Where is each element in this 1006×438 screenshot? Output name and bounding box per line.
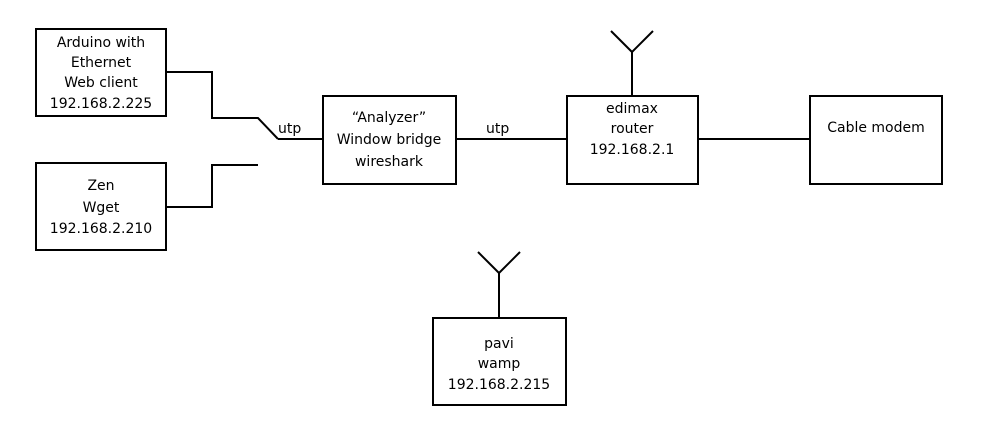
router-ip-label: 192.168.2.1 (590, 142, 675, 158)
pavi-box (432, 317, 567, 406)
arduino-ip-label: 192.168.2.225 (50, 96, 152, 112)
arduino-link-line (166, 71, 279, 140)
modem-node: Cable modem (809, 95, 943, 185)
zen-node: Zen Wget 192.168.2.210 (35, 162, 167, 251)
arduino-label-line-3: Web client (64, 75, 138, 91)
router-label-line-1: edimax (606, 101, 658, 117)
zen-ip-label: 192.168.2.210 (50, 221, 152, 237)
analyzer-label-line-1: “Analyzer” (352, 110, 426, 126)
arduino-label-line-1: Arduino with (57, 35, 145, 51)
analyzer-node: “Analyzer” Window bridge wireshark (322, 95, 457, 185)
switch-utp-label: utp (278, 121, 301, 137)
arduino-node: Arduino with Ethernet Web client 192.168… (35, 28, 167, 117)
pavi-node: pavi wamp 192.168.2.215 (432, 251, 567, 406)
zen-link-line (166, 164, 258, 208)
analyzer-router-utp-label: utp (486, 121, 509, 137)
modem-box (809, 95, 943, 185)
analyzer-label-line-3: wireshark (355, 154, 424, 170)
arduino-label-line-2: Ethernet (71, 55, 132, 71)
analyzer-label-line-2: Window bridge (337, 132, 442, 148)
pavi-ip-label: 192.168.2.215 (448, 377, 550, 393)
pavi-label-line-1: pavi (484, 336, 514, 352)
router-box (566, 95, 699, 185)
zen-label-line-1: Zen (87, 178, 114, 194)
zen-label-line-2: Wget (83, 200, 120, 216)
router-antenna-icon (610, 30, 654, 96)
analyzer-box (322, 95, 457, 185)
zen-box (35, 162, 167, 251)
pavi-antenna-icon (477, 251, 521, 318)
pavi-label-line-2: wamp (478, 356, 521, 372)
modem-label: Cable modem (827, 120, 925, 136)
router-label-line-2: router (611, 121, 654, 137)
arduino-box (35, 28, 167, 117)
router-node: edimax router 192.168.2.1 (566, 30, 699, 185)
